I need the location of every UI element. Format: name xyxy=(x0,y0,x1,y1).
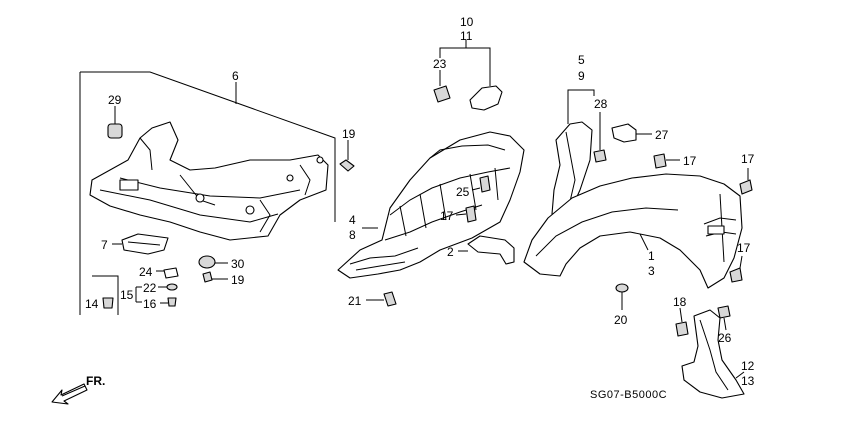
callout-27: 27 xyxy=(655,128,669,142)
bracket-10-part xyxy=(469,58,503,111)
callout-21: 21 xyxy=(348,294,362,308)
diagram-code: SG07-B5000C xyxy=(590,389,667,401)
clip-26 xyxy=(717,305,731,331)
washer-22 xyxy=(158,283,178,291)
screw-16 xyxy=(160,297,177,307)
callout-1: 1 xyxy=(648,249,655,263)
callout-19-upper: 19 xyxy=(342,127,356,141)
inner-fender-part xyxy=(337,131,525,279)
bracket-27 xyxy=(611,123,652,143)
grommet-30 xyxy=(198,255,228,269)
bracket-10-11 xyxy=(439,40,491,58)
callout-25: 25 xyxy=(456,185,470,199)
callout-19-lower: 19 xyxy=(231,273,245,287)
bracket-2 xyxy=(458,235,515,265)
callout-12: 12 xyxy=(741,359,755,373)
front-fender-part xyxy=(523,173,743,289)
mud-guard-group xyxy=(681,309,745,399)
front-fender-group xyxy=(523,173,743,289)
direction-label: FR. xyxy=(86,374,105,388)
bolt-17-right-top xyxy=(739,168,753,195)
callout-29: 29 xyxy=(108,93,122,107)
clip-28 xyxy=(593,112,607,163)
mud-guard-part xyxy=(681,309,745,399)
callout-17-right-top: 17 xyxy=(741,152,755,166)
callout-9: 9 xyxy=(578,69,585,83)
nut-18 xyxy=(675,307,689,337)
pad-7 xyxy=(112,233,169,255)
callout-26: 26 xyxy=(718,331,732,345)
clip-29 xyxy=(107,106,123,139)
bolt-21 xyxy=(366,291,397,307)
callout-17-inner: 17 xyxy=(440,209,454,223)
screw-14 xyxy=(92,275,119,315)
callout-17-upper: 17 xyxy=(683,154,697,168)
front-direction-indicator: FR. xyxy=(51,374,105,405)
callout-17-right-lower: 17 xyxy=(737,241,751,255)
callout-8: 8 xyxy=(349,228,356,242)
clip-23 xyxy=(433,70,451,103)
callout-23: 23 xyxy=(433,57,447,71)
callout-7: 7 xyxy=(101,238,108,252)
bolt-19-lower xyxy=(202,271,228,283)
callout-18: 18 xyxy=(673,295,687,309)
callout-28: 28 xyxy=(594,97,608,111)
callout-5: 5 xyxy=(578,53,585,67)
callout-2: 2 xyxy=(447,245,454,259)
callout-6: 6 xyxy=(232,69,239,83)
callout-20: 20 xyxy=(614,313,628,327)
callout-11: 11 xyxy=(460,29,473,43)
callout-10: 10 xyxy=(460,15,474,29)
callout-22: 22 xyxy=(143,281,157,295)
callout-4: 4 xyxy=(349,213,356,227)
fastener-24 xyxy=(156,267,179,279)
bolt-25 xyxy=(471,175,491,193)
screw-20 xyxy=(615,283,629,310)
bolt-17-right-lower xyxy=(729,255,743,283)
bolt-17-inner xyxy=(455,205,477,223)
callout-14: 14 xyxy=(85,297,99,311)
callout-24: 24 xyxy=(139,265,153,279)
inner-fender-group xyxy=(337,131,525,279)
callout-16: 16 xyxy=(143,297,157,311)
bolt-17-upper xyxy=(653,153,680,169)
bracket-15 xyxy=(135,286,142,303)
callout-3: 3 xyxy=(648,264,655,278)
callouts: 10 11 23 6 29 19 5 9 28 27 17 17 25 17 4… xyxy=(85,15,755,388)
under-cover-group xyxy=(79,71,336,315)
bolt-19-upper xyxy=(339,140,355,172)
callout-15: 15 xyxy=(120,288,134,302)
callout-30: 30 xyxy=(231,257,245,271)
callout-13: 13 xyxy=(741,374,755,388)
